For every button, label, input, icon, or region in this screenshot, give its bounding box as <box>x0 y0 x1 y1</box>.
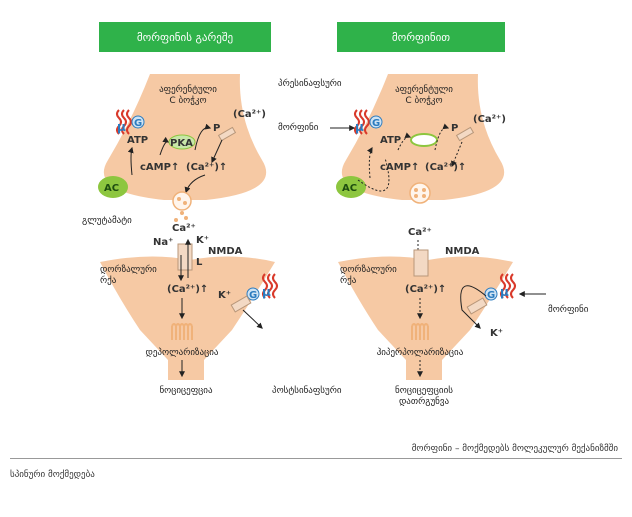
g-protein-pre-left: G <box>134 118 142 129</box>
g-protein-post-right: G <box>487 290 495 301</box>
mu-label-post-left: µ <box>262 285 271 299</box>
presynaptic-label: პრესინაფსური <box>278 78 342 89</box>
morphine-post-label: მორფინი <box>548 304 589 315</box>
banner-with-morphine: მორფინით <box>337 22 505 52</box>
section-title: სპინური მოქმედება <box>10 470 95 480</box>
ca-label-left: Ca²⁺ <box>172 223 196 234</box>
k-label-post-left: K⁺ <box>218 290 231 301</box>
camp-label-left: cAMP↑ <box>140 162 179 173</box>
mu-receptor-post-right <box>500 273 516 299</box>
p-label-left: P <box>213 123 220 134</box>
banner-without-morphine: მორფინის გარეშე <box>99 22 271 52</box>
mu-label-pre-left: µ <box>117 120 126 134</box>
dorsal-horn-right-line2: რქა <box>340 275 357 286</box>
mechanism-caption: მორფინი – მოქმედებს მოლეკულურ მექანიზმში <box>411 444 618 454</box>
ca-up-label-left: (Ca²⁺)↑ <box>186 162 227 173</box>
depolarization-wave-left <box>171 323 193 340</box>
dorsal-horn-left-line2: რქა <box>100 275 117 286</box>
depolarization-label: დეპოლარიზაცია <box>146 347 219 358</box>
hyperpolarization-label: ჰიპერპოლარიზაცია <box>377 347 464 358</box>
mu-receptor-pre-left <box>116 109 132 135</box>
ca-up-post-right: (Ca²⁺)↑ <box>405 284 446 295</box>
mu-receptor-post-left <box>262 273 278 299</box>
atp-label-left: ATP <box>127 135 148 146</box>
l-label: L <box>196 257 203 268</box>
afferent-left-line1: აფერენტული <box>159 84 217 95</box>
dorsal-horn-right-line1: დორზალური <box>340 264 397 275</box>
ca-label-right: Ca²⁺ <box>408 227 432 238</box>
g-protein-pre-right: G <box>372 118 380 129</box>
mu-label-post-right: µ <box>500 285 509 299</box>
afferent-right-line1: აფერენტული <box>395 84 453 95</box>
camp-label-right: cAMP↑ <box>380 162 419 173</box>
pka-label: PKA <box>170 138 193 149</box>
dorsal-horn-left-line1: დორზალური <box>100 264 157 275</box>
nociception-suppressed-line1: ნოციცეფციის <box>395 385 453 396</box>
postsynaptic-terminal-left <box>100 256 275 380</box>
postsynaptic-terminal-right <box>338 256 513 380</box>
hyperpolarization-wave-right <box>411 323 429 340</box>
k-label-post-right: K⁺ <box>490 328 503 339</box>
mu-label-pre-right: µ <box>355 120 364 134</box>
glutamate-label: გლუტამატი <box>82 215 132 226</box>
nmda-label-right: NMDA <box>445 246 480 257</box>
atp-label-right: ATP <box>380 135 401 146</box>
postsynaptic-label: პოსტსინაფსური <box>272 385 342 396</box>
g-protein-post-left: G <box>249 290 257 301</box>
divider <box>10 458 622 459</box>
nmda-label-left: NMDA <box>208 246 243 257</box>
ca-paren-label-right: (Ca²⁺) <box>473 114 506 125</box>
k-label-channel: K⁺ <box>196 235 209 246</box>
nociception-suppressed-line2: დათრგუნვა <box>399 396 450 407</box>
ca-up-post-left: (Ca²⁺)↑ <box>167 284 208 295</box>
ca-up-label-right: (Ca²⁺)↑ <box>425 162 466 173</box>
ac-label-left: AC <box>104 183 119 194</box>
ca-paren-label-left: (Ca²⁺) <box>233 109 266 120</box>
p-label-right: P <box>451 123 458 134</box>
afferent-right-line2: C ბოჭკო <box>405 95 442 106</box>
afferent-left-line2: C ბოჭკო <box>169 95 206 106</box>
morphine-pre-label: მორფინი <box>278 122 319 133</box>
nociception-label: ნოციცეფცია <box>159 385 213 396</box>
ac-label-right: AC <box>342 183 357 194</box>
na-label: Na⁺ <box>153 237 173 248</box>
